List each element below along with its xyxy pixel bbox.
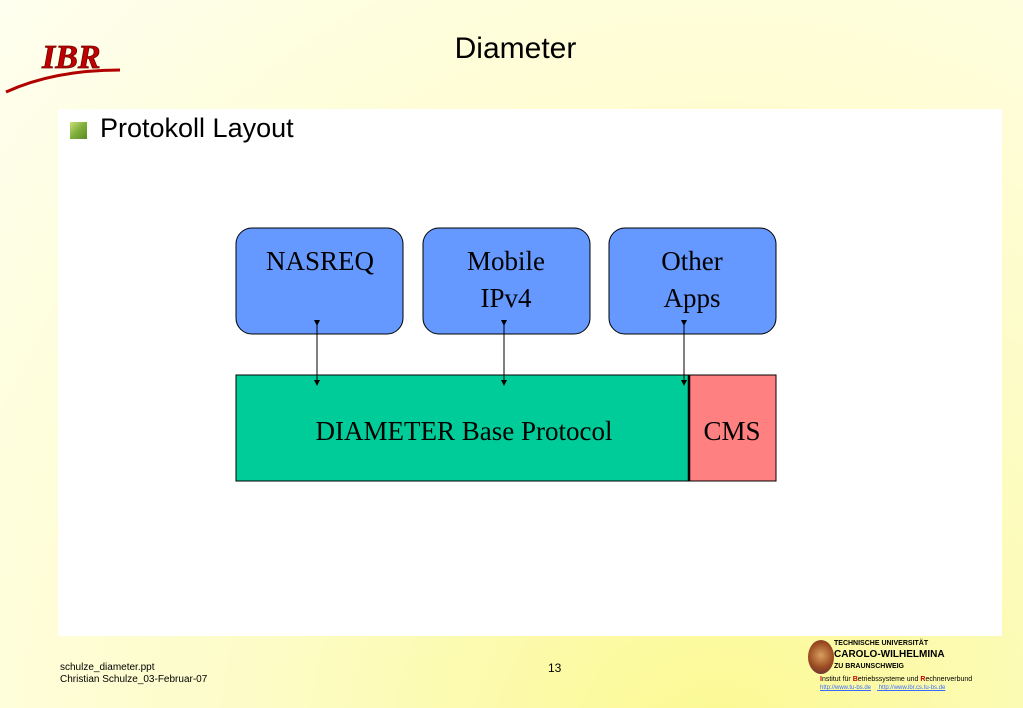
institute-name: Institut für Betriebssysteme und Rechner… [820, 676, 973, 683]
mobile-label: Mobile [467, 246, 545, 276]
content-area: Protokoll Layout NASREQ Mobile IPv4 Othe… [58, 109, 1002, 636]
other-label: Other [661, 246, 722, 276]
link-tu-bs[interactable]: http://www.tu-bs.de [820, 685, 872, 691]
slide-title: Diameter [454, 32, 577, 65]
nasreq-label: NASREQ [266, 246, 375, 276]
mobile-ipv4-box [422, 227, 591, 335]
protocol-diagram: NASREQ Mobile IPv4 Other Apps DIAMETER B… [235, 227, 777, 482]
other-apps-box [608, 227, 777, 335]
institute-links: http://www.tu-bs.de http://www.ibr.cs.tu… [820, 685, 951, 691]
apps-label: Apps [663, 283, 720, 313]
base-protocol-box [235, 374, 690, 482]
uni-line3: ZU BRAUNSCHWEIG [834, 663, 904, 670]
nasreq-box [235, 227, 404, 335]
cms-label: CMS [703, 416, 760, 446]
page-number: 13 [548, 661, 562, 675]
link-ibr[interactable]: http://www.ibr.cs.tu-bs.de [878, 685, 946, 691]
footer-file: schulze_diameter.ppt [60, 662, 155, 673]
university-seal-icon [808, 640, 834, 674]
uni-line2: CAROLO-WILHELMINA [834, 649, 945, 660]
uni-line1: TECHNISCHE UNIVERSITÄT [834, 640, 929, 647]
ibr-logo: IBR [5, 39, 121, 94]
logo-text: IBR [41, 39, 101, 76]
university-logo: TECHNISCHE UNIVERSITÄT CAROLO-WILHELMINA… [808, 638, 1008, 698]
cms-box [688, 374, 777, 482]
footer-author: Christian Schulze_03-Februar-07 [60, 674, 208, 685]
slide-heading: Protokoll Layout [100, 113, 294, 143]
ipv4-label: IPv4 [480, 283, 532, 313]
footer-info: schulze_diameter.ppt Christian Schulze_0… [60, 662, 207, 686]
bullet-icon [70, 122, 87, 139]
base-protocol-label: DIAMETER Base Protocol [316, 416, 613, 446]
